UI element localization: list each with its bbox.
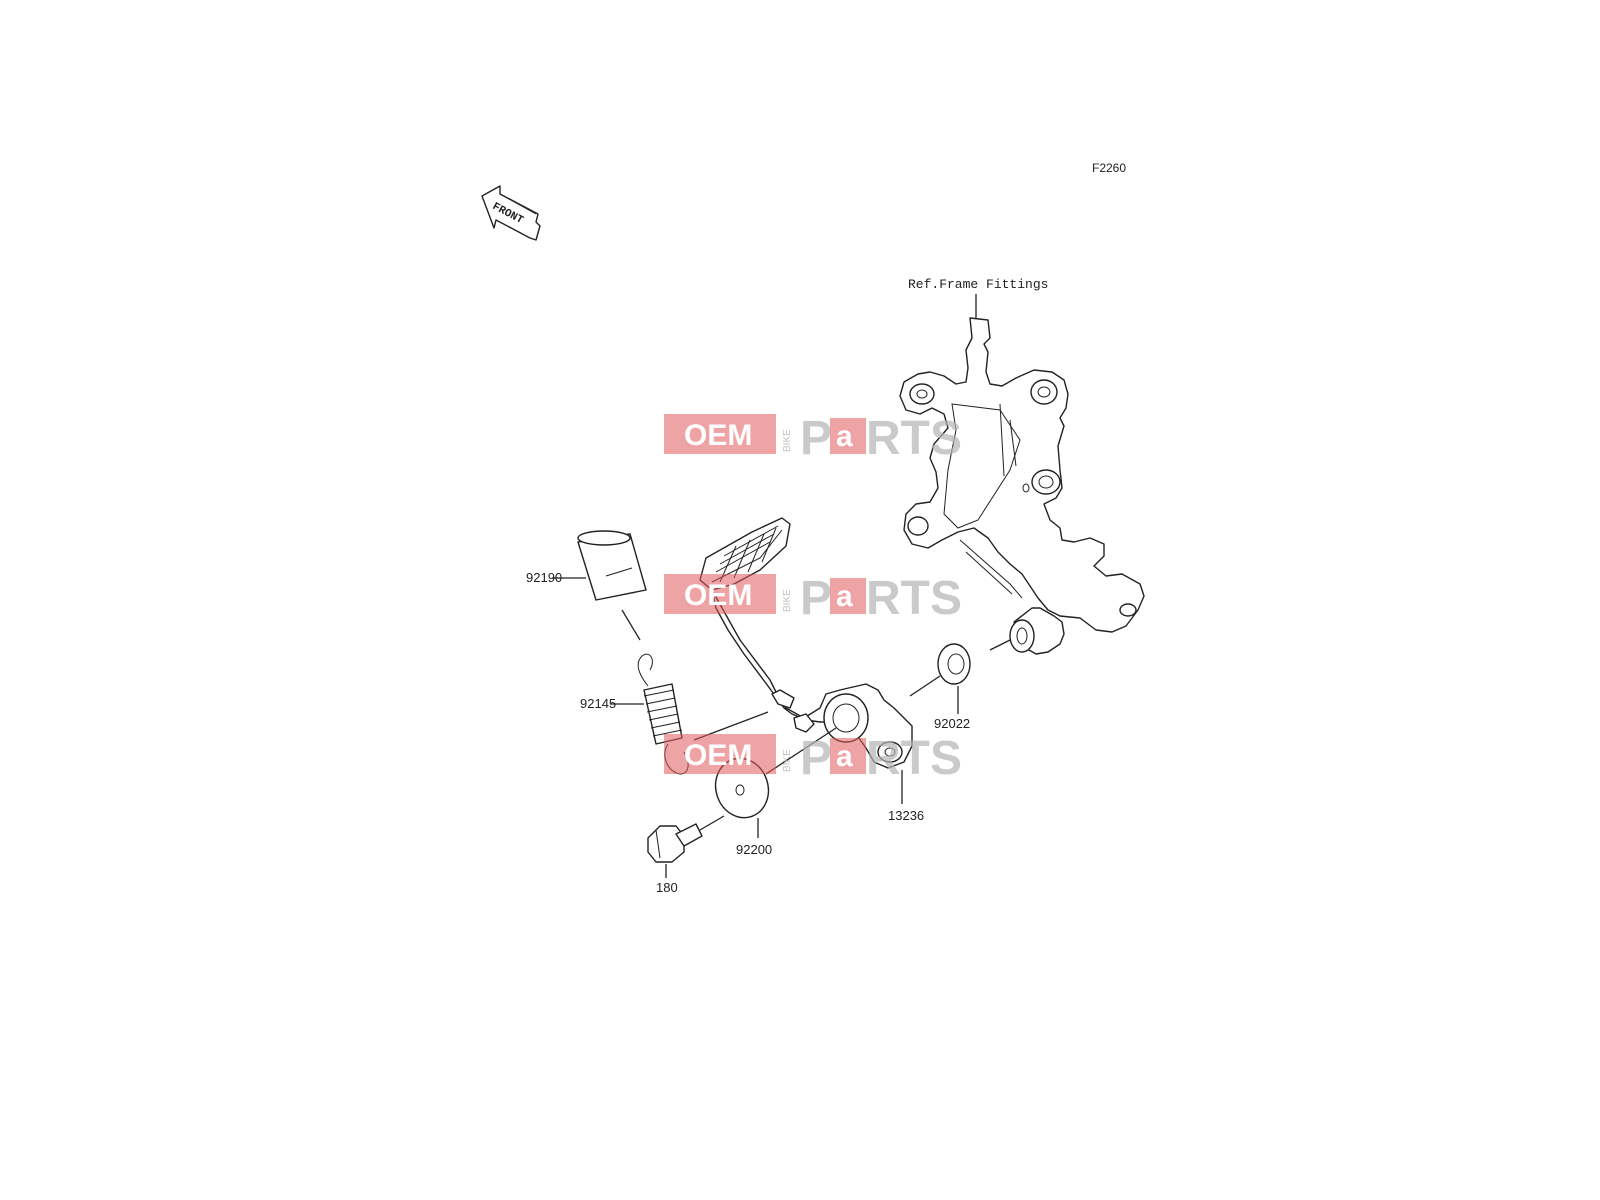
brake-pedal (699, 517, 913, 769)
washer-92022 (937, 643, 971, 685)
part-number-92200: 92200 (736, 842, 772, 857)
svg-text:P: P (800, 412, 832, 465)
shaft-leader (989, 639, 1011, 651)
svg-text:OEM: OEM (684, 579, 752, 612)
watermark-logo-3: OEM BIKE P a RTS (664, 732, 962, 785)
front-arrow-icon: FRONT (481, 185, 541, 241)
svg-text:BIKE: BIKE (782, 589, 793, 612)
sleeve-spring-leader (621, 609, 641, 641)
watermark-logo-1: OEM BIKE P a RTS (664, 412, 962, 465)
washer-92022-leader-a (909, 675, 941, 697)
part-number-92145: 92145 (580, 696, 616, 711)
svg-text:OEM: OEM (684, 739, 752, 772)
washer-92200-pedal-leader (765, 727, 837, 775)
part-number-92022: 92022 (934, 716, 970, 731)
watermark-logo-2: OEM BIKE P a RTS (664, 572, 962, 625)
svg-text:P: P (800, 572, 832, 625)
svg-text:RTS: RTS (866, 572, 962, 625)
bolt-washer-leader (699, 815, 725, 831)
frame-bracket (899, 317, 1145, 633)
part-number-92190: 92190 (526, 570, 562, 585)
bolt-180 (647, 823, 703, 863)
svg-text:RTS: RTS (866, 732, 962, 785)
svg-text:a: a (836, 580, 853, 613)
reference-label: Ref.Frame Fittings (908, 277, 1048, 292)
diagram-code: F2260 (1092, 161, 1126, 175)
part-number-13236: 13236 (888, 808, 924, 823)
sleeve-92190 (577, 530, 647, 601)
svg-text:a: a (836, 740, 853, 773)
svg-text:BIKE: BIKE (782, 749, 793, 772)
svg-text:a: a (836, 420, 853, 453)
pivot-shaft (1009, 607, 1065, 655)
svg-text:OEM: OEM (684, 419, 752, 452)
svg-text:BIKE: BIKE (782, 429, 793, 452)
part-number-180: 180 (656, 880, 678, 895)
svg-text:P: P (800, 732, 832, 785)
svg-text:RTS: RTS (866, 412, 962, 465)
